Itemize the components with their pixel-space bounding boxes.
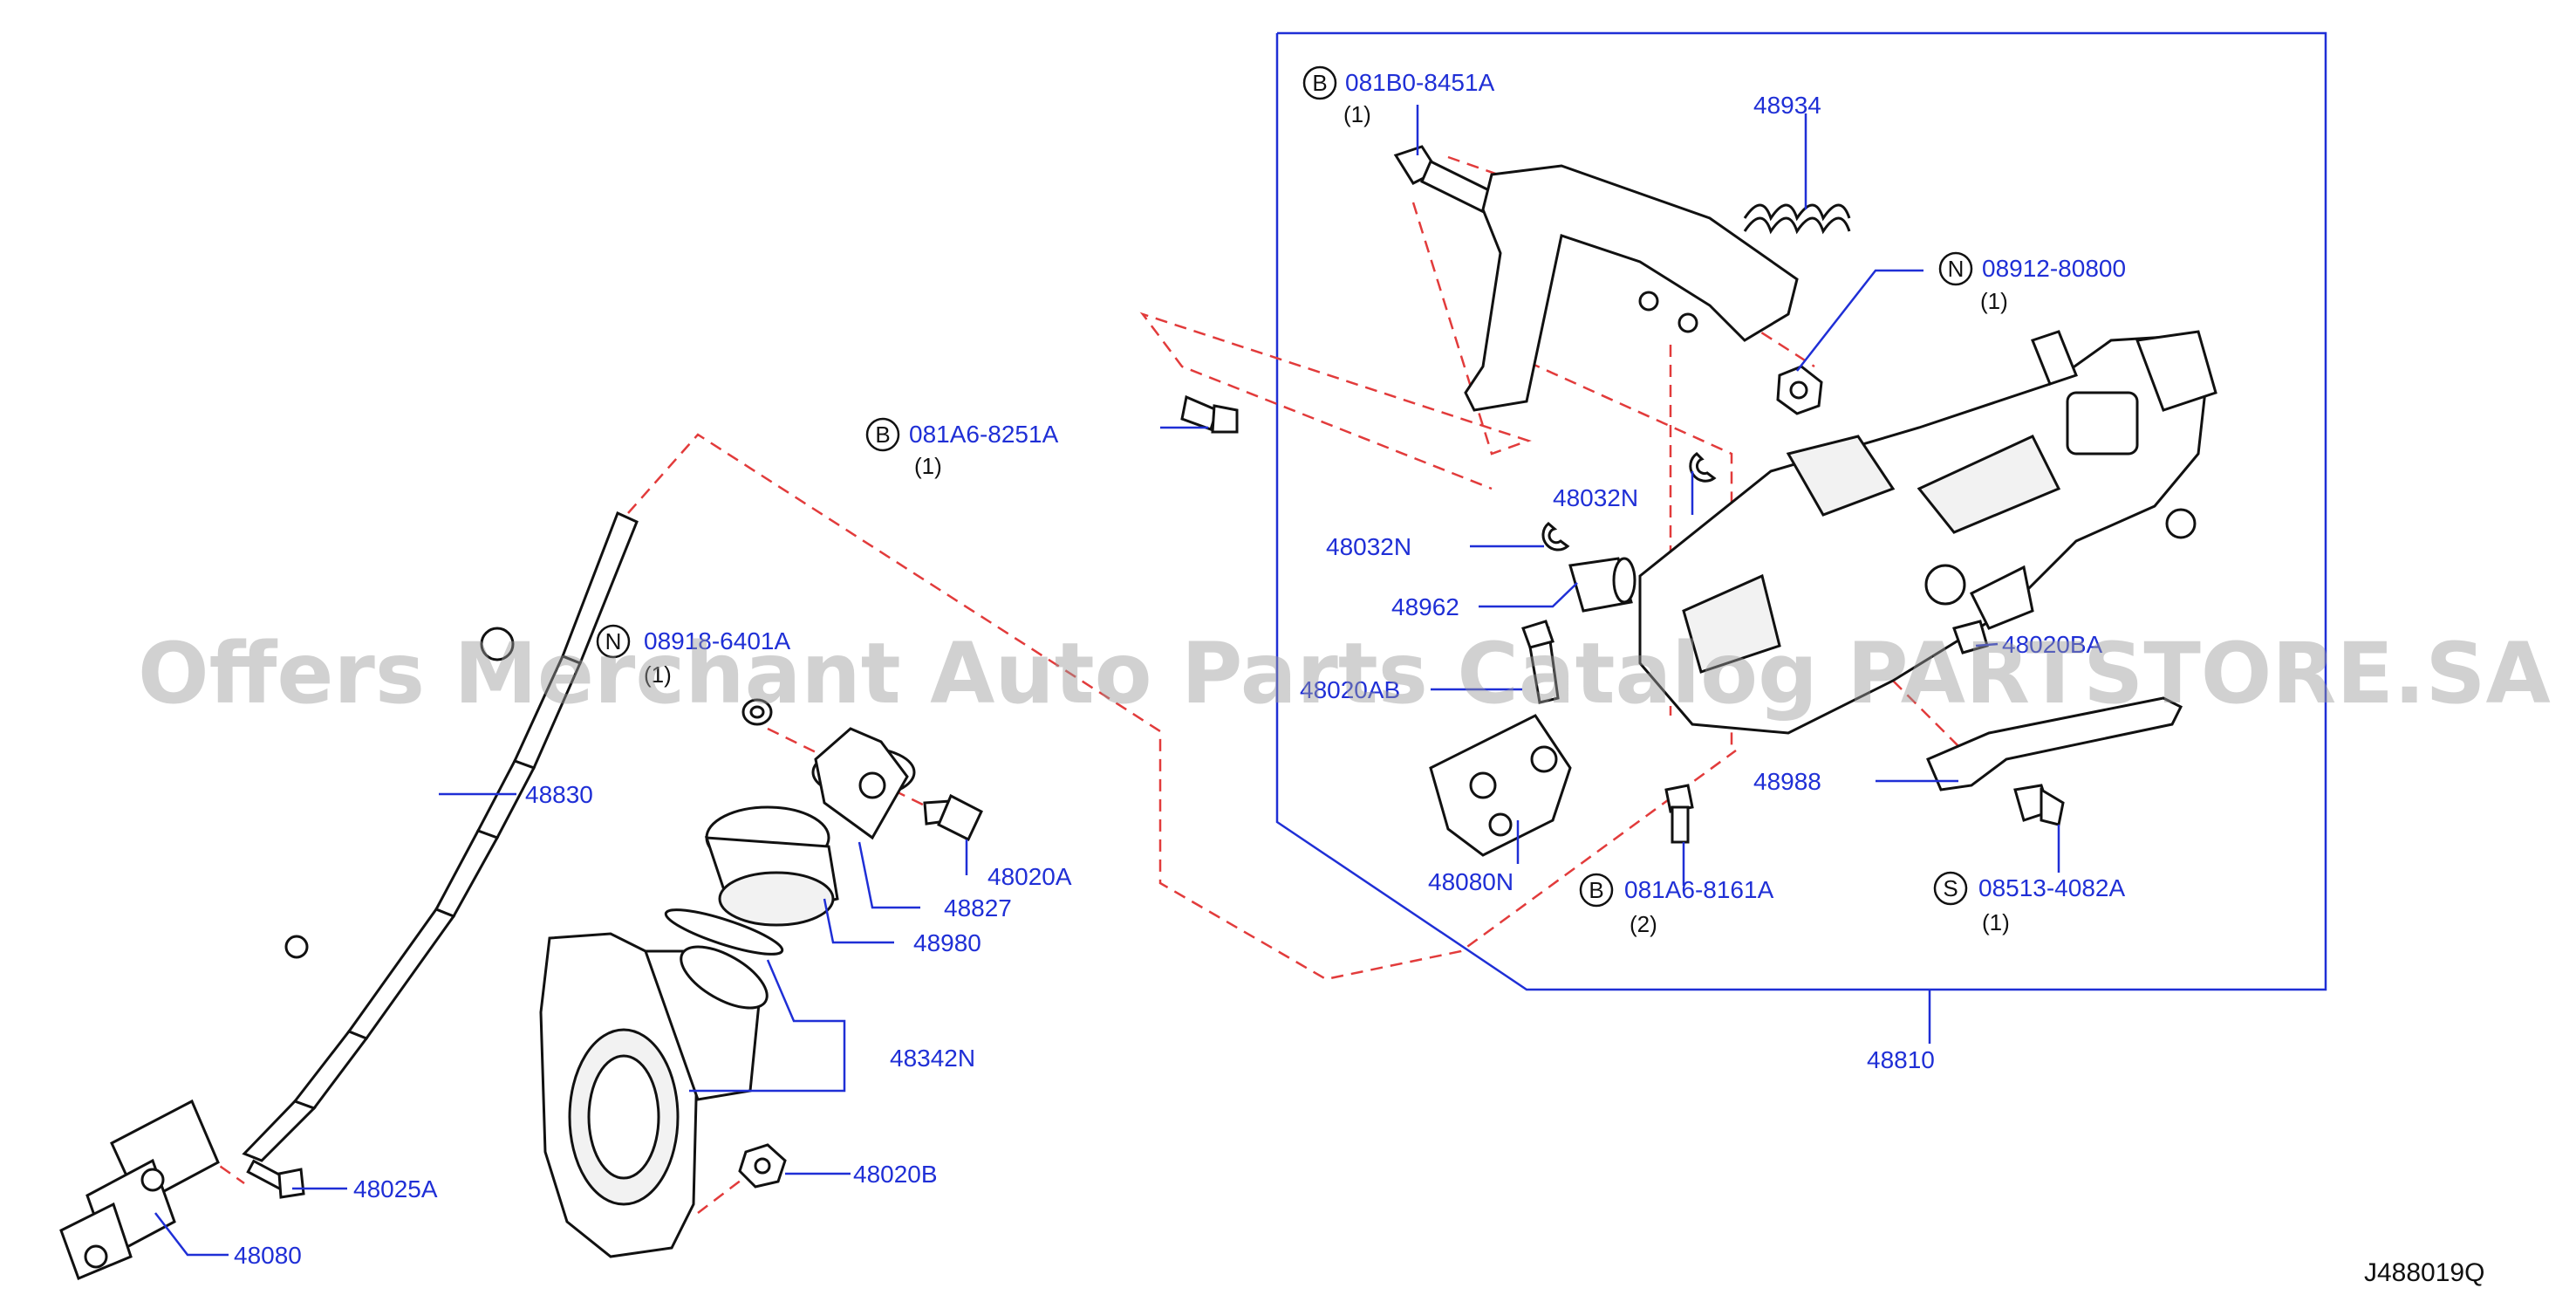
part-label[interactable]: 48827 [944,894,1012,922]
bolt-08513-4082A [2013,784,2065,826]
bracket-upper [1464,164,1799,412]
ring-48342N [664,908,784,956]
universal-joint-lower [59,1099,220,1280]
bolt-081A6-8161A [1664,784,1694,844]
fastener-part-label[interactable]: 081A6-8161A [1624,876,1774,903]
prefix-letter: B [1589,877,1603,903]
part-label[interactable]: 48830 [525,781,593,808]
intermediate-shaft [242,510,639,1162]
bolt-48020A [923,793,983,842]
part-label[interactable]: 48032N [1553,484,1638,511]
bolt-081A6-8251A [1180,394,1239,434]
part-label[interactable]: 48032N [1326,533,1411,560]
part-label[interactable]: 48080 [234,1242,302,1269]
collar-48962 [1568,557,1636,613]
bracket-48988 [1926,696,2183,791]
part-label[interactable]: 48980 [913,929,981,956]
part-label[interactable]: 48020BA [2002,631,2103,658]
fastener-qty: (1) [1980,288,2008,314]
fastener-qty: (2) [1630,911,1657,937]
diagram-code: J488019Q [2364,1258,2484,1287]
fastener-qty: (1) [1982,909,2010,935]
prefix-letter: B [875,421,890,448]
part-label[interactable]: 48020A [987,863,1072,890]
part-label[interactable]: 48025A [353,1175,438,1202]
fastener-part-label[interactable]: 081B0-8451A [1345,69,1495,96]
part-label[interactable]: 48020AB [1300,676,1400,703]
universal-joint-48080N [1429,714,1572,857]
fastener-part-label[interactable]: 08912-80800 [1982,255,2126,282]
part-label[interactable]: 48080N [1428,868,1513,895]
bushing-48032N [1541,452,1717,552]
bearing-48827 [811,727,916,840]
spring-48934 [1743,203,1851,235]
part-label[interactable]: 48934 [1753,92,1821,119]
fastener-qty: (1) [914,453,942,479]
prefix-letter: S [1943,875,1958,901]
part-label[interactable]: 48020B [853,1161,938,1188]
bolt-48025A [246,1159,305,1199]
prefix-circles [596,65,1973,908]
bolt-081B0-8451A [1393,145,1498,216]
bolt-48020AB [1521,620,1560,704]
fastener-qty: (1) [1343,101,1371,127]
bolt-08918-6401A-nut [741,698,773,726]
part-label[interactable]: 48810 [1867,1046,1935,1073]
leader-lines [154,105,2060,1257]
fastener-qty: (1) [644,661,672,688]
nut-08912-80800 [1776,365,1823,415]
prefix-letter: N [1948,256,1964,282]
assembly-frame [1275,31,2327,991]
part-label[interactable]: 48962 [1391,593,1459,620]
nut-48020B [738,1143,787,1189]
part-label[interactable]: 48342N [890,1045,975,1072]
seal-48980 [704,805,839,927]
prefix-letter: N [605,628,622,654]
watermark: Offers Merchant Auto Parts Catalog PARTS… [138,625,2551,723]
column-cover-48342N [539,932,769,1258]
fastener-part-label[interactable]: 081A6-8251A [909,421,1059,448]
prefix-letter: B [1312,70,1327,96]
steering-column-48810 [1638,330,2217,735]
fastener-part-label[interactable]: 08918-6401A [644,627,790,654]
fastener-part-label[interactable]: 08513-4082A [1978,874,2125,901]
part-label[interactable]: 48988 [1753,768,1821,795]
